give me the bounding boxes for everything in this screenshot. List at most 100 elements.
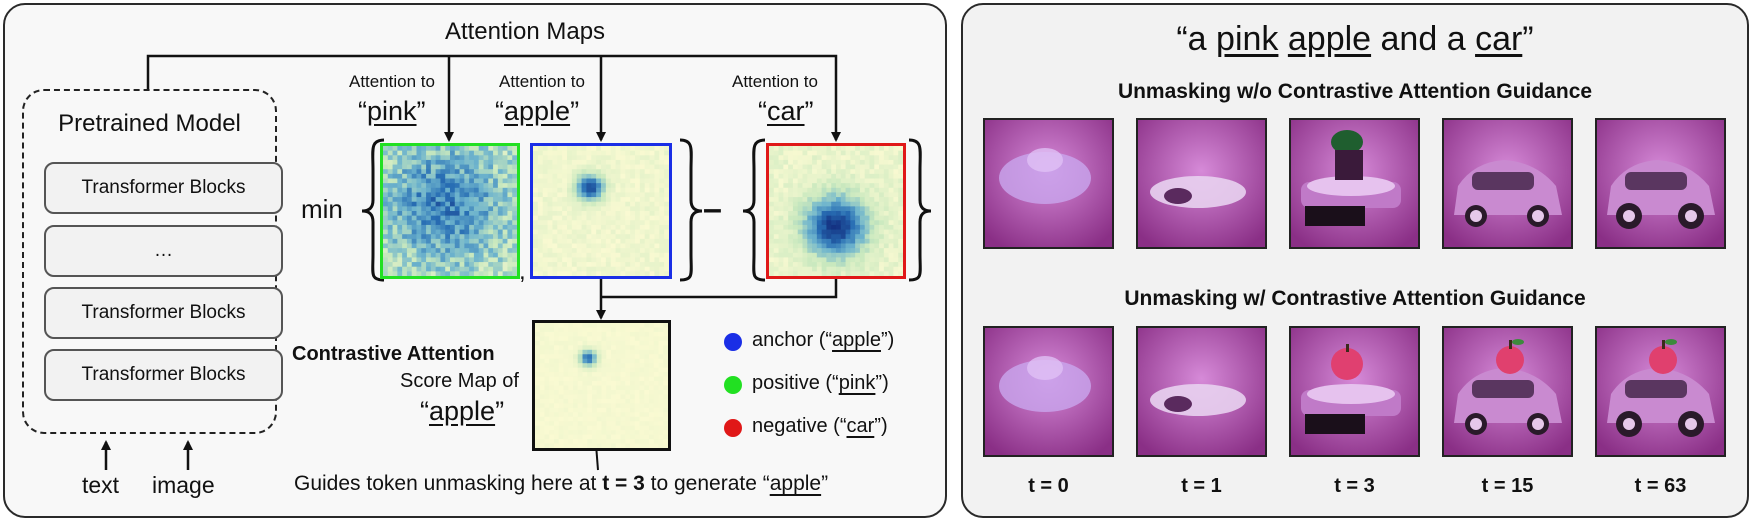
heatmap-cell xyxy=(450,224,456,231)
heatmap-cell xyxy=(421,229,427,235)
heatmap-cell xyxy=(644,443,650,449)
heatmap-cell xyxy=(855,220,861,226)
heatmap-cell xyxy=(869,178,875,184)
heatmap-cell xyxy=(430,187,437,194)
heatmap-cell xyxy=(596,257,602,263)
heatmap-cell xyxy=(802,252,808,259)
heatmap-cell xyxy=(533,155,539,161)
heatmap-cell xyxy=(840,252,847,259)
heatmap-cell xyxy=(416,252,422,259)
heatmap-cell xyxy=(783,183,789,189)
heatmap-cell xyxy=(898,192,904,198)
heatmap-cell xyxy=(596,403,603,409)
heatmap-cell xyxy=(581,234,588,240)
heatmap-cell xyxy=(402,234,408,240)
heatmap-cell xyxy=(601,407,607,413)
heatmap-cell xyxy=(387,248,394,254)
heatmap-cell xyxy=(840,192,847,198)
heatmap-cell xyxy=(445,187,451,194)
heatmap-cell xyxy=(469,159,475,166)
heatmap-cell xyxy=(845,173,851,180)
heatmap-cell xyxy=(445,183,451,189)
heatmap-cell xyxy=(644,183,651,189)
heatmap-cell xyxy=(836,238,842,245)
heatmap-cell xyxy=(488,169,494,175)
heatmap-cell xyxy=(387,271,394,277)
heatmap-cell xyxy=(630,421,636,427)
heatmap-cell xyxy=(625,358,631,364)
heatmap-cell xyxy=(573,407,579,413)
heatmap-cell xyxy=(601,372,607,378)
heatmap-cell xyxy=(406,169,413,175)
heatmap-cell xyxy=(502,234,509,240)
heatmap-cell xyxy=(454,271,461,277)
heatmap-cell xyxy=(392,229,398,235)
heatmap-cell xyxy=(440,224,446,231)
heatmap-cell xyxy=(812,248,818,254)
heatmap-cell xyxy=(845,271,851,277)
heatmap-cell xyxy=(497,155,504,161)
heatmap-cell xyxy=(426,262,432,268)
heatmap-cell xyxy=(664,257,670,263)
unguided-thumbnail-t1 xyxy=(1136,118,1267,249)
heatmap-cell xyxy=(821,173,828,180)
heatmap-cell xyxy=(573,416,579,422)
heatmap-cell xyxy=(769,220,775,226)
heatmap-cell xyxy=(592,349,598,355)
heatmap-cell xyxy=(406,155,413,161)
heatmap-cell xyxy=(493,257,499,263)
heatmap-cell xyxy=(850,155,856,161)
attention-to-car-prefix: Attention to xyxy=(731,72,818,91)
heatmap-cell xyxy=(533,243,539,249)
heatmap-cell xyxy=(606,323,612,329)
heatmap-cell xyxy=(473,187,480,194)
heatmap-cell xyxy=(634,381,641,387)
heatmap-cell xyxy=(601,201,607,207)
attention-map-car xyxy=(766,143,906,279)
heatmap-cell xyxy=(542,211,549,217)
heatmap-cell xyxy=(440,257,446,263)
heatmap-cell xyxy=(888,238,895,245)
heatmap-cell xyxy=(454,169,461,175)
heatmap-cell xyxy=(788,238,794,245)
heatmap-cell xyxy=(445,150,451,156)
heatmap-cell xyxy=(658,407,664,413)
heatmap-cell xyxy=(512,271,518,277)
heatmap-cell xyxy=(601,173,607,180)
heatmap-cell xyxy=(788,220,794,226)
heatmap-cell xyxy=(802,238,808,245)
heatmap-cell xyxy=(625,340,631,346)
heatmap-cell xyxy=(537,173,544,180)
heatmap-cell xyxy=(387,169,394,175)
heatmap-cell xyxy=(483,243,489,249)
heatmap-cell xyxy=(488,187,494,194)
heatmap-cell xyxy=(454,150,461,156)
heatmap-cell xyxy=(840,211,847,217)
heatmap-cell xyxy=(596,412,603,418)
heatmap-cell xyxy=(893,169,899,175)
heatmap-cell xyxy=(473,211,480,217)
heatmap-cell xyxy=(539,336,546,342)
heatmap-cell xyxy=(554,403,560,409)
heatmap-cell xyxy=(821,215,828,221)
heatmap-cell xyxy=(557,248,563,254)
heatmap-cell xyxy=(893,215,899,221)
heatmap-cell xyxy=(473,224,480,231)
heatmap-cell xyxy=(831,224,837,231)
heatmap-cell xyxy=(812,197,818,203)
heatmap-cell xyxy=(478,159,485,166)
heatmap-cell xyxy=(576,243,583,249)
heatmap-cell xyxy=(587,412,593,418)
heatmap-cell xyxy=(469,211,475,217)
heatmap-cell xyxy=(635,211,641,217)
heatmap-cell xyxy=(639,425,645,431)
heatmap-cell xyxy=(653,358,660,364)
heatmap-cell xyxy=(615,430,622,436)
heatmap-cell xyxy=(615,192,622,198)
heatmap-cell xyxy=(620,187,626,194)
heatmap-cell xyxy=(542,234,549,240)
heatmap-cell xyxy=(571,159,578,166)
heatmap-cell xyxy=(568,439,574,445)
prompt-title: “a pink apple and a car” xyxy=(1176,20,1534,58)
heatmap-cell xyxy=(592,421,598,427)
